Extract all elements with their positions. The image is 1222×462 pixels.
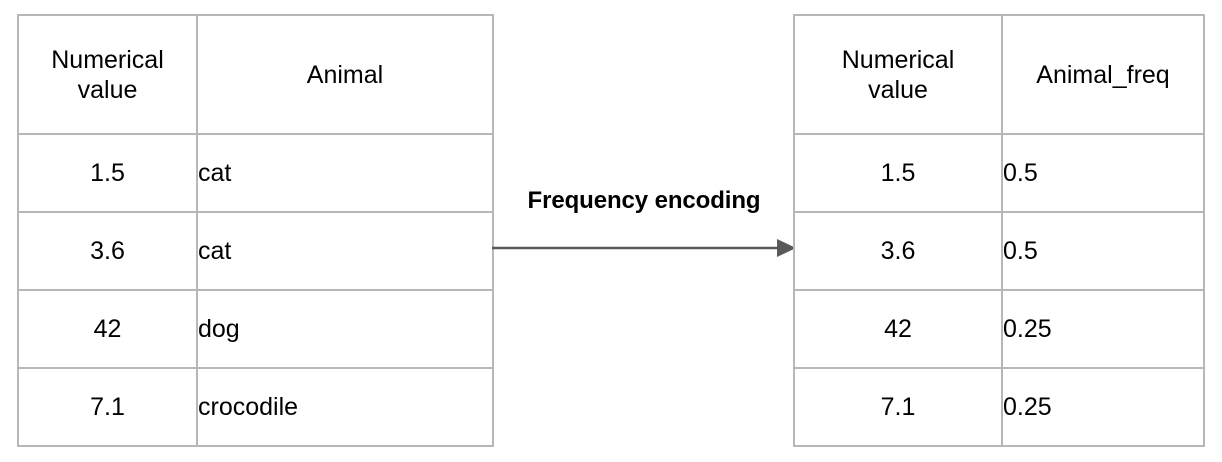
result-header-numerical-value-line2: value [868,75,928,104]
result-cell-numerical-value: 7.1 [793,367,1003,447]
result-header-animal-freq: Animal_freq [1001,14,1205,135]
table-row: 3.6 0.5 [793,211,1205,291]
source-cell-animal: dog [196,289,494,369]
source-cell-animal: cat [196,211,494,291]
result-cell-animal-freq: 0.5 [1001,133,1205,213]
result-cell-numerical-value: 42 [793,289,1003,369]
source-header-animal: Animal [196,14,494,135]
result-cell-numerical-value: 1.5 [793,133,1003,213]
result-cell-numerical-value: 3.6 [793,211,1003,291]
result-cell-animal-freq: 0.25 [1001,289,1205,369]
source-table: Numerical value Animal 1.5 cat 3.6 cat 4… [17,14,494,447]
transformation-arrow-group: Frequency encoding [488,186,800,262]
table-row: 7.1 0.25 [793,367,1205,447]
source-cell-numerical-value: 7.1 [17,367,198,447]
arrow-label: Frequency encoding [527,187,761,214]
source-header-numerical-value: Numerical value [17,14,198,135]
table-row: 7.1 crocodile [17,367,494,447]
table-row: 1.5 cat [17,133,494,213]
table-row: 3.6 cat [17,211,494,291]
source-header-numerical-value-line2: value [77,75,138,104]
source-table-header-row: Numerical value Animal [17,14,494,135]
source-header-numerical-value-line1: Numerical [51,45,164,74]
source-cell-numerical-value: 42 [17,289,198,369]
arrow-right-icon [492,239,796,257]
result-cell-animal-freq: 0.5 [1001,211,1205,291]
table-row: 42 0.25 [793,289,1205,369]
source-cell-numerical-value: 3.6 [17,211,198,291]
result-table-header-row: Numerical value Animal_freq [793,14,1205,135]
result-cell-animal-freq: 0.25 [1001,367,1205,447]
result-header-numerical-value: Numerical value [793,14,1003,135]
table-row: 1.5 0.5 [793,133,1205,213]
table-row: 42 dog [17,289,494,369]
source-cell-animal: cat [196,133,494,213]
result-table: Numerical value Animal_freq 1.5 0.5 3.6 … [793,14,1205,447]
source-cell-numerical-value: 1.5 [17,133,198,213]
result-header-numerical-value-line1: Numerical [841,45,955,74]
source-cell-animal: crocodile [196,367,494,447]
